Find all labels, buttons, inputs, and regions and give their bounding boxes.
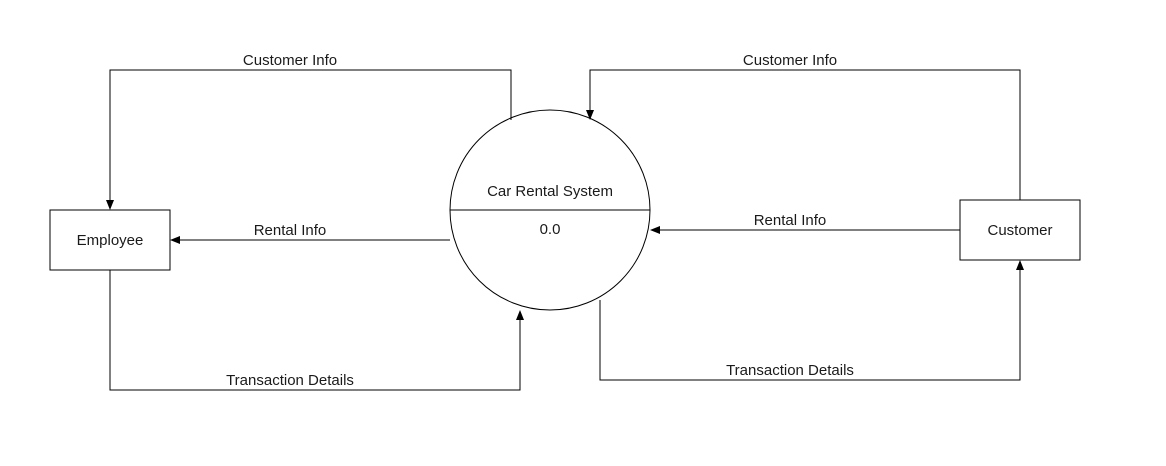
flow-transaction-from-employee: Transaction Details: [109, 270, 524, 391]
arrowhead: [170, 236, 180, 244]
customer-entity[interactable]: Customer: [959, 199, 1081, 261]
flow-customer-info-to-employee: Customer Info: [106, 52, 512, 210]
flow-rental-info-to-employee: Rental Info: [170, 222, 450, 244]
employee-entity[interactable]: Employee: [49, 209, 171, 271]
process-name: Car Rental System: [487, 183, 613, 200]
arrowhead: [516, 310, 524, 320]
arrowhead: [1016, 260, 1024, 270]
flow-rental-info-from-customer: Rental Info: [650, 212, 960, 234]
arrowhead: [586, 110, 594, 120]
flow-line: [109, 69, 512, 202]
employee-box: [49, 209, 171, 271]
flow-customer-info-from-customer: Customer Info: [586, 52, 1021, 200]
process-node[interactable]: Car Rental System 0.0: [449, 109, 651, 311]
flow-line: [599, 268, 1021, 381]
flow-label: Rental Info: [254, 222, 327, 239]
arrowhead: [106, 200, 114, 210]
flow-label: Customer Info: [243, 52, 337, 69]
process-id: 0.0: [540, 221, 561, 238]
customer-label: Customer: [987, 222, 1052, 239]
arrowhead: [650, 226, 660, 234]
employee-label: Employee: [77, 232, 144, 249]
flow-transaction-to-customer: Transaction Details: [599, 260, 1024, 381]
flow-label: Transaction Details: [726, 362, 854, 379]
flow-label: Customer Info: [743, 52, 837, 69]
flow-label: Transaction Details: [226, 372, 354, 389]
flow-line: [109, 270, 521, 391]
flow-line: [589, 69, 1021, 200]
flow-label: Rental Info: [754, 212, 827, 229]
